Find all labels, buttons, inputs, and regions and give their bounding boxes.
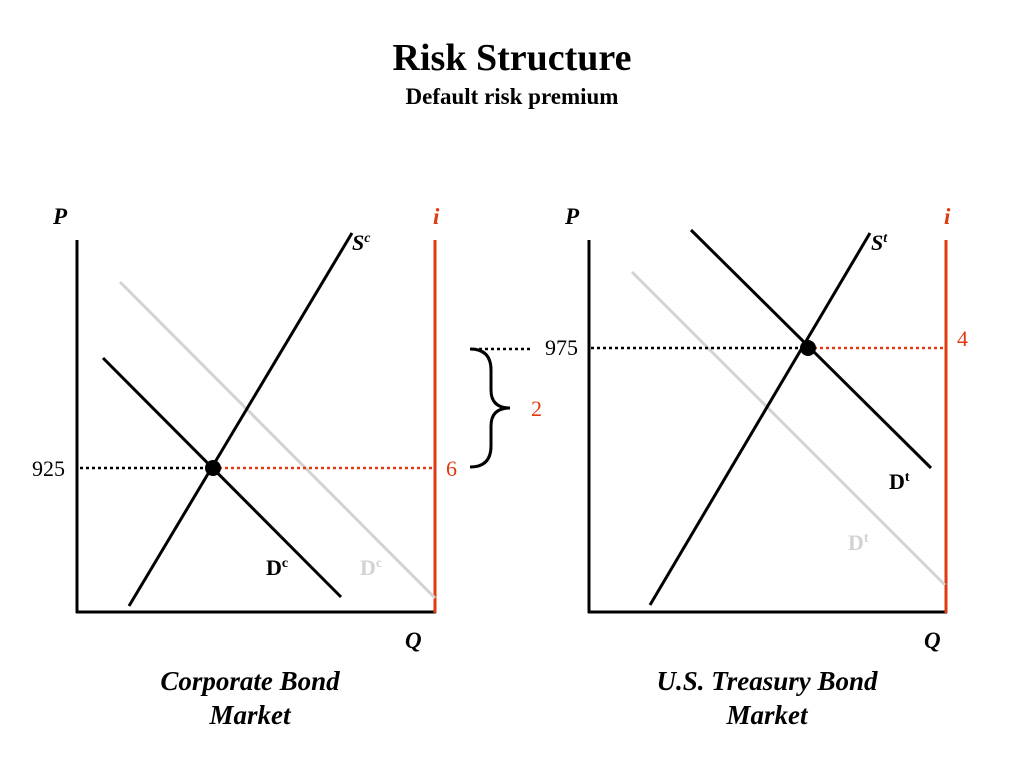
treasury-market-caption: U.S. Treasury Bond Market bbox=[637, 664, 897, 732]
treasury-original-demand-label: Dt bbox=[848, 530, 869, 555]
treasury-caption-line-1: U.S. Treasury Bond bbox=[656, 666, 878, 696]
corporate-price-axis-label: P bbox=[52, 204, 68, 229]
corporate-equilibrium-point bbox=[205, 460, 221, 476]
treasury-caption-line-2: Market bbox=[726, 700, 808, 730]
treasury-supply-label: St bbox=[871, 230, 888, 255]
corporate-original-demand-curve bbox=[118, 280, 437, 600]
treasury-price-value: 975 bbox=[545, 335, 578, 360]
corporate-bond-market-graph: P Q i Sc Dc Dc 925 6 bbox=[32, 204, 457, 653]
corporate-price-value: 925 bbox=[32, 456, 65, 481]
corporate-demand-curve bbox=[101, 356, 343, 599]
corporate-caption-line-2: Market bbox=[209, 700, 291, 730]
treasury-original-demand-curve bbox=[630, 270, 947, 587]
corporate-quantity-axis-label: Q bbox=[405, 628, 422, 653]
risk-premium-value: 2 bbox=[531, 396, 542, 421]
slide-subtitle: Default risk premium bbox=[405, 84, 619, 109]
treasury-quantity-axis-label: Q bbox=[924, 628, 941, 653]
risk-premium-brace-group: 2 bbox=[469, 347, 542, 469]
treasury-supply-curve bbox=[648, 232, 872, 606]
treasury-demand-label: Dt bbox=[889, 469, 910, 494]
corporate-supply-curve bbox=[127, 232, 354, 607]
corporate-supply-label: Sc bbox=[352, 230, 371, 255]
corporate-demand-label: Dc bbox=[266, 555, 288, 580]
corporate-rate-value: 6 bbox=[446, 456, 457, 481]
slide-title: Risk Structure bbox=[392, 37, 632, 79]
corporate-caption-line-1: Corporate Bond bbox=[160, 666, 340, 696]
treasury-bond-market-graph: P Q i St Dt Dt 975 4 bbox=[545, 204, 968, 653]
corporate-rate-axis-label: i bbox=[433, 204, 440, 229]
corporate-market-caption: Corporate Bond Market bbox=[120, 664, 380, 732]
treasury-price-axis-label: P bbox=[564, 204, 580, 229]
risk-premium-brace bbox=[469, 347, 511, 469]
treasury-equilibrium-point bbox=[800, 340, 816, 356]
corporate-original-demand-label: Dc bbox=[360, 555, 382, 580]
treasury-rate-value: 4 bbox=[957, 326, 968, 351]
treasury-rate-axis-label: i bbox=[944, 204, 951, 229]
